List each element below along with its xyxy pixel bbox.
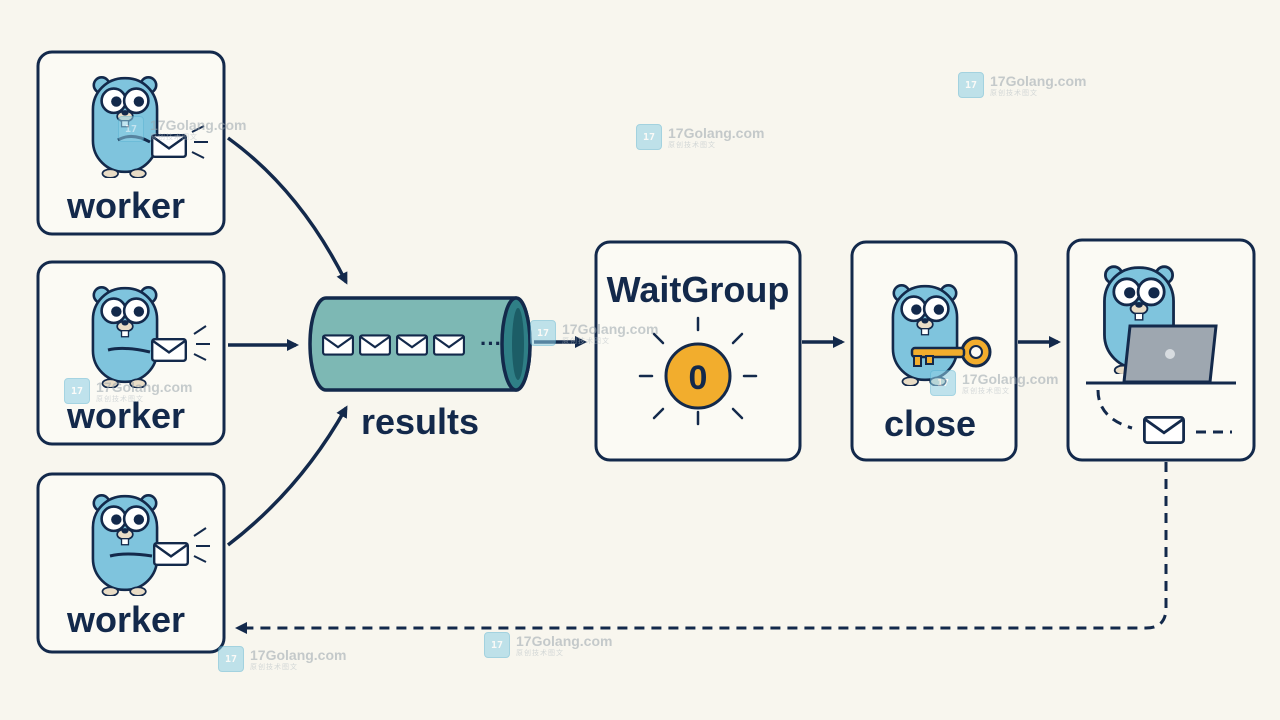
waitgroup-label: WaitGroup — [607, 269, 790, 310]
consumer-box — [1066, 238, 1256, 462]
gopher-icon — [91, 286, 159, 388]
key-icon — [910, 336, 992, 368]
close-box: close — [850, 240, 1018, 462]
envelope-icon — [152, 542, 190, 566]
envelope-icon — [150, 134, 188, 158]
gopher-icon — [891, 284, 959, 386]
envelope-icon — [150, 338, 188, 362]
worker-box-2: worker — [36, 260, 226, 446]
envelope-icon — [396, 334, 428, 356]
laptop-icon — [1086, 324, 1236, 385]
envelope-icon — [433, 334, 465, 356]
results-channel: ··· — [308, 296, 532, 392]
close-label: close — [884, 403, 976, 444]
worker-box-3: worker — [36, 472, 226, 654]
arrow-worker3-to-results — [226, 405, 348, 547]
arrow-worker1-to-results — [226, 136, 348, 285]
waitgroup-counter: 0 — [689, 359, 708, 397]
gopher-icon — [91, 494, 159, 596]
worker-box-1: worker — [36, 50, 226, 236]
results-label: results — [361, 401, 479, 442]
envelope-icon — [322, 334, 354, 356]
gopher-icon — [91, 76, 159, 178]
channel-ellipsis: ··· — [480, 331, 502, 356]
loop-back-arrow — [235, 462, 1168, 634]
envelope-icon — [359, 334, 391, 356]
counter-rays — [638, 316, 758, 426]
waitgroup-box: WaitGroup 0 — [594, 240, 802, 462]
counter-circle — [664, 342, 732, 410]
envelope-icon — [1142, 416, 1186, 444]
worker-label: worker — [66, 395, 185, 436]
worker-label: worker — [66, 599, 185, 640]
worker-label: worker — [66, 185, 185, 226]
